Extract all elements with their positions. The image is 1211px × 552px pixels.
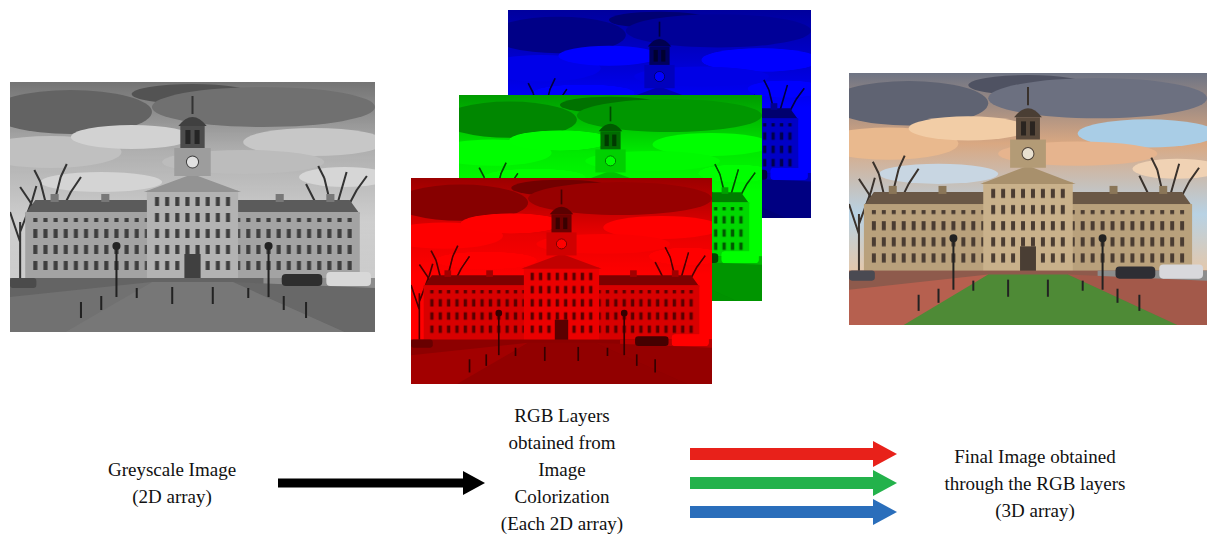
flow-arrow bbox=[690, 506, 873, 518]
caption-node: Greyscale Image (2D array) bbox=[66, 456, 278, 510]
caption-node: Final Image obtained through the RGB lay… bbox=[897, 443, 1130, 524]
flow-arrow bbox=[278, 479, 463, 488]
caption-text: Final Image obtained through the RGB lay… bbox=[940, 443, 1130, 524]
greyscale-photo bbox=[0, 82, 390, 332]
caption-text: Greyscale Image (2D array) bbox=[97, 456, 247, 510]
caption-node: RGB Layers obtained from Image Colorizat… bbox=[485, 402, 690, 537]
caption-text: RGB Layers obtained from Image Colorizat… bbox=[498, 402, 626, 537]
flow-arrow bbox=[690, 477, 873, 489]
flow-arrow bbox=[690, 448, 873, 460]
color-photo bbox=[819, 73, 1211, 325]
red-layer-photo bbox=[386, 178, 725, 384]
